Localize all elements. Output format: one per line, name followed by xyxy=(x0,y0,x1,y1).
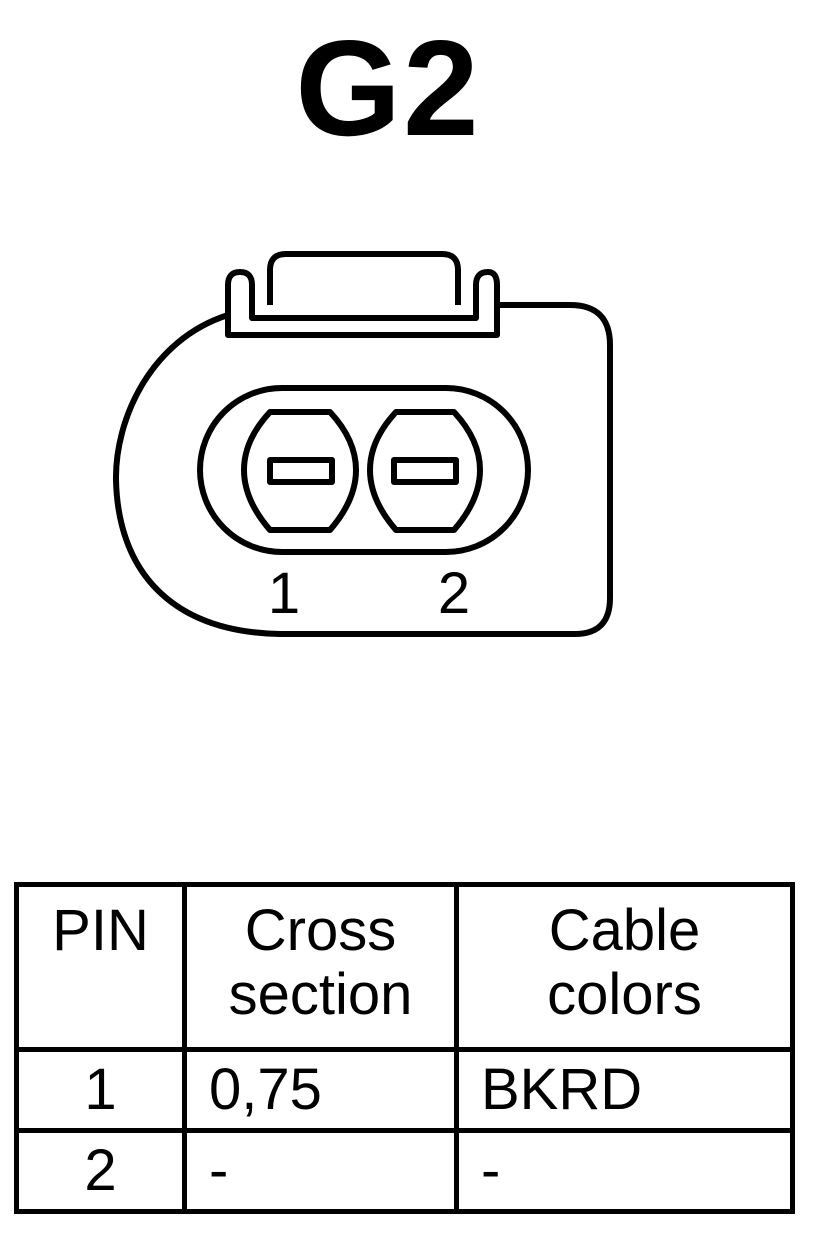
connector-housing xyxy=(112,302,613,637)
cross-section-value: - xyxy=(182,1128,459,1214)
pin-number: 1 xyxy=(14,1047,187,1133)
pin-label-2: 2 xyxy=(438,561,470,626)
pin-label-1: 1 xyxy=(268,561,300,626)
pin-1-cavity xyxy=(241,409,359,533)
pin-number: 2 xyxy=(14,1128,187,1214)
header-pin: PIN xyxy=(14,882,187,1052)
latch-tab xyxy=(267,251,461,305)
table-row: 1 0,75 BKRD xyxy=(14,1047,795,1133)
connector-diagram: 1 2 xyxy=(112,251,613,637)
pin-2-cavity xyxy=(367,409,483,533)
cable-color-value: BKRD xyxy=(454,1047,795,1133)
connector-title: G2 xyxy=(295,12,481,164)
pin-2-terminal xyxy=(391,457,459,485)
cross-section-value: 0,75 xyxy=(182,1047,459,1133)
latch-bracket xyxy=(225,269,500,338)
pin-socket-oval xyxy=(197,385,531,555)
table-row: 2 - - xyxy=(14,1128,795,1214)
pin-1-terminal xyxy=(267,457,335,485)
cable-color-value: - xyxy=(454,1128,795,1214)
